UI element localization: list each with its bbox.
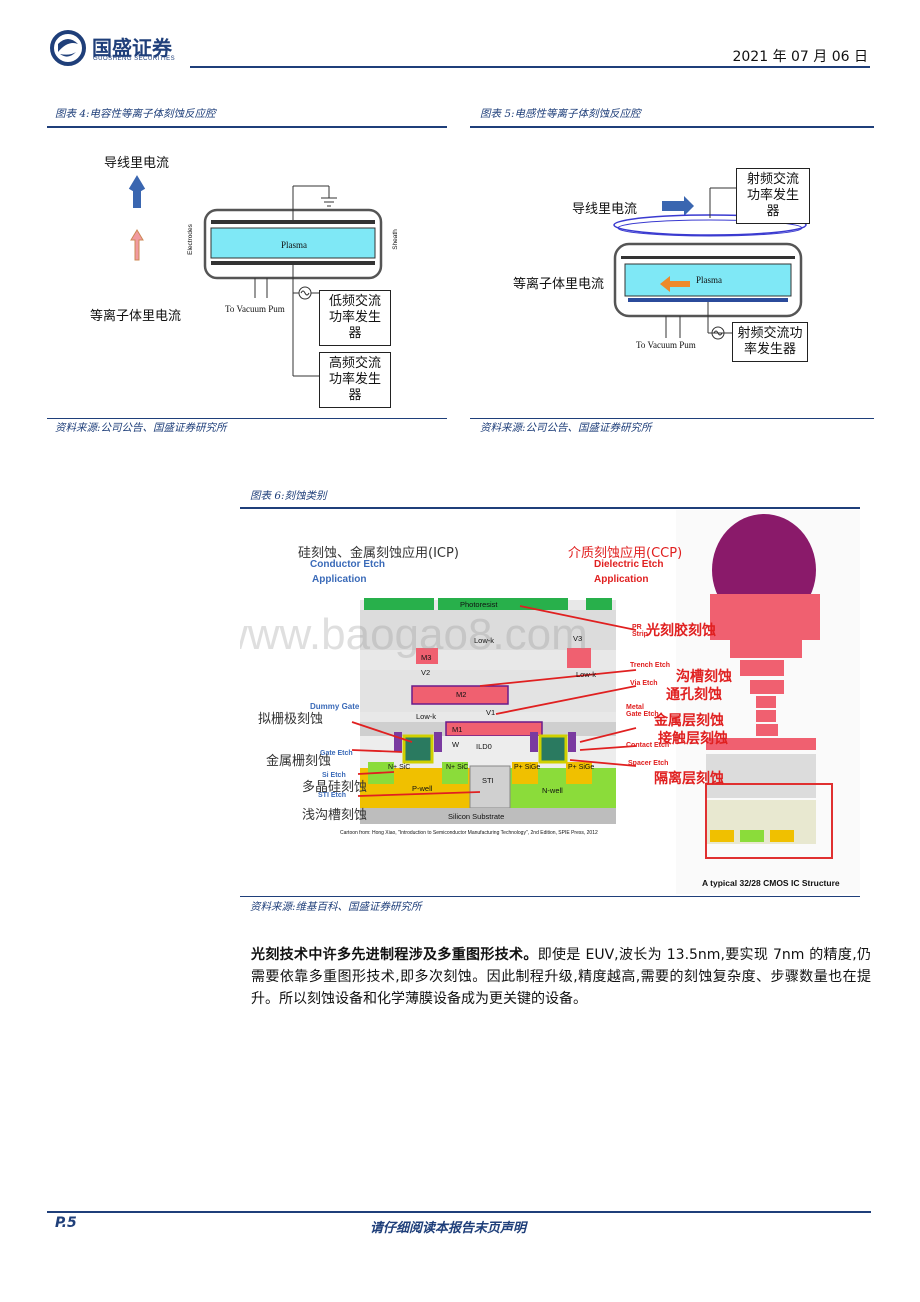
fig5-vacuum-label: To Vacuum Pum (636, 340, 696, 350)
logo-text: 国盛证券 (92, 36, 172, 60)
icp-label-en1: Conductor Etch (310, 559, 385, 570)
logo-icon (50, 30, 86, 66)
logo-subtext: GUOSHENG SECURITIES (93, 56, 176, 62)
fig4-wire-current: 导线里电流 (104, 156, 170, 171)
fig4-low-freq-box: 低频交流功率发生器 (319, 290, 391, 346)
layer-nplus-sic-2: N+ SiC (446, 764, 469, 771)
ccp-label-en1: Dielectric Etch (594, 559, 664, 570)
fig5-title: 图表 5:电感性等离子体刻蚀反应腔 (480, 108, 641, 120)
en-label-metal-gate: Metal Gate Etch (626, 704, 659, 718)
cn-label-trench: 沟槽刻蚀 (676, 669, 732, 685)
en-label-spacer: Spacer Etch (628, 760, 669, 767)
layer-w: W (452, 740, 460, 749)
paragraph-text: 即使是 EUV,波长为 13.5nm,要实现 7nm 的精度,仍需要依靠多重图形… (251, 947, 872, 1007)
layer-v2: V2 (421, 668, 431, 677)
fig4-source: 资料来源:公司公告、国盛证券研究所 (55, 422, 227, 434)
layer-lowk-mid: Low-k (576, 670, 597, 679)
cn-label-pr: 光刻胶刻蚀 (646, 623, 716, 639)
cn-label-metal-gate: 金属栅刻蚀 (266, 754, 332, 769)
cn-label-contact: 接触层刻蚀 (658, 731, 728, 747)
fig5-rf-top-box: 射频交流功率发生器 (736, 168, 810, 224)
fig4-sheath-label: Sheath (391, 229, 399, 250)
fig4-electrodes-label: Electrodes (186, 224, 194, 255)
en-label-contact: Contact Etch (626, 742, 670, 749)
ccp-label-cn: 介质刻蚀应用(CCP) (568, 546, 683, 561)
fig5-plasma-current: 等离子体里电流 (513, 277, 605, 292)
fig6-diagram: www.baogao8.com 硅刻蚀、金属刻蚀应用(ICP) Conducto… (240, 510, 860, 894)
report-date: 2021 年 07 月 06 日 (732, 49, 868, 65)
body-paragraph: 光刻技术中许多先进制程涉及多重图形技术。即使是 EUV,波长为 13.5nm,要… (251, 944, 871, 1010)
cn-label-metal: 金属层刻蚀 (654, 713, 724, 729)
layer-substrate: Silicon Substrate (448, 812, 505, 821)
en-label-via: Via Etch (630, 680, 658, 687)
fig4-vacuum-label: To Vacuum Pum (225, 304, 285, 314)
en-label-pr-strip: PR Strip (632, 624, 648, 638)
en-label-dummy-gate: Dummy Gate (310, 702, 360, 711)
en-label-trench: Trench Etch (630, 662, 671, 669)
fig5-wire-current: 导线里电流 (572, 202, 638, 217)
cn-label-dummy-gate: 拟栅极刻蚀 (258, 712, 324, 727)
cn-label-sti: 浅沟槽刻蚀 (302, 808, 368, 823)
en-label-sti: STI Etch (318, 792, 347, 799)
page-number: P.5 (55, 1215, 77, 1231)
logo: 国盛证券 GUOSHENG SECURITIES (50, 30, 190, 66)
layer-nwell: N-well (542, 786, 563, 795)
layer-photoresist: Photoresist (460, 600, 498, 609)
fig6-top-rule (240, 507, 860, 509)
ccp-label-en2: Application (594, 574, 649, 585)
layer-m3: M3 (421, 653, 432, 662)
cn-label-poly: 多晶硅刻蚀 (302, 780, 368, 795)
fig5-plasma-label: Plasma (696, 275, 722, 285)
fig6-watermark: www.baogao8.com (240, 610, 588, 659)
layer-pplus-sige-1: P+ SiGe (514, 764, 541, 771)
header-rule (190, 66, 870, 68)
icp-label-en2: Application (312, 574, 367, 585)
fig5-top-rule (470, 126, 874, 128)
fig6-right-caption: A typical 32/28 CMOS IC Structure (702, 878, 840, 888)
fig5-diagram: Plasma 导线里电流 等离子体里电流 To Vacuum Pum 射频交流功… (470, 128, 874, 416)
paragraph-bold: 光刻技术中许多先进制程涉及多重图形技术。 (251, 947, 538, 963)
fig6-title: 图表 6:刻蚀类别 (250, 490, 327, 502)
layer-lowk-low: Low-k (416, 712, 437, 721)
fig4-plasma-current: 等离子体里电流 (90, 309, 182, 324)
footer-notice: 请仔细阅读本报告末页声明 (370, 1221, 527, 1236)
fig6-source: 资料来源:维基百科、国盛证券研究所 (250, 901, 422, 913)
fig6-credit: Cartoon from: Hong Xiao, "Introduction t… (340, 830, 598, 836)
en-label-gate: Gate Etch (320, 750, 353, 757)
layer-pwell: P-well (412, 784, 433, 793)
layer-nplus-sic-1: N+ SiC (388, 764, 411, 771)
layer-pplus-sige-2: P+ SiGe (568, 764, 595, 771)
cn-label-spacer: 隔离层刻蚀 (654, 771, 724, 787)
layer-ild0: ILD0 (476, 742, 492, 751)
fig4-plasma-label: Plasma (281, 240, 307, 250)
fig4-bottom-rule (47, 418, 447, 419)
layer-lowk-top: Low-k (474, 636, 495, 645)
layer-m2: M2 (456, 690, 467, 699)
layer-m1: M1 (452, 725, 463, 734)
en-label-si: Si Etch (322, 772, 346, 779)
fig5-bottom-rule (470, 418, 874, 419)
fig5-source: 资料来源:公司公告、国盛证券研究所 (480, 422, 652, 434)
cn-label-via: 通孔刻蚀 (666, 687, 722, 703)
fig5-rf-bottom-box: 射频交流功率发生器 (732, 322, 808, 362)
fig4-diagram: Plasma Electrodes Sheath 导线里电流 等离子体里电流 T… (47, 128, 447, 416)
layer-v3: V3 (573, 634, 583, 643)
icp-label-cn: 硅刻蚀、金属刻蚀应用(ICP) (298, 546, 459, 561)
layer-sti: STI (482, 776, 494, 785)
layer-v1: V1 (486, 708, 496, 717)
footer-rule (47, 1211, 871, 1213)
fig4-high-freq-box: 高频交流功率发生器 (319, 352, 391, 408)
fig6-bottom-rule (240, 896, 860, 897)
fig4-title: 图表 4:电容性等离子体刻蚀反应腔 (55, 108, 216, 120)
fig4-top-rule (47, 126, 447, 128)
